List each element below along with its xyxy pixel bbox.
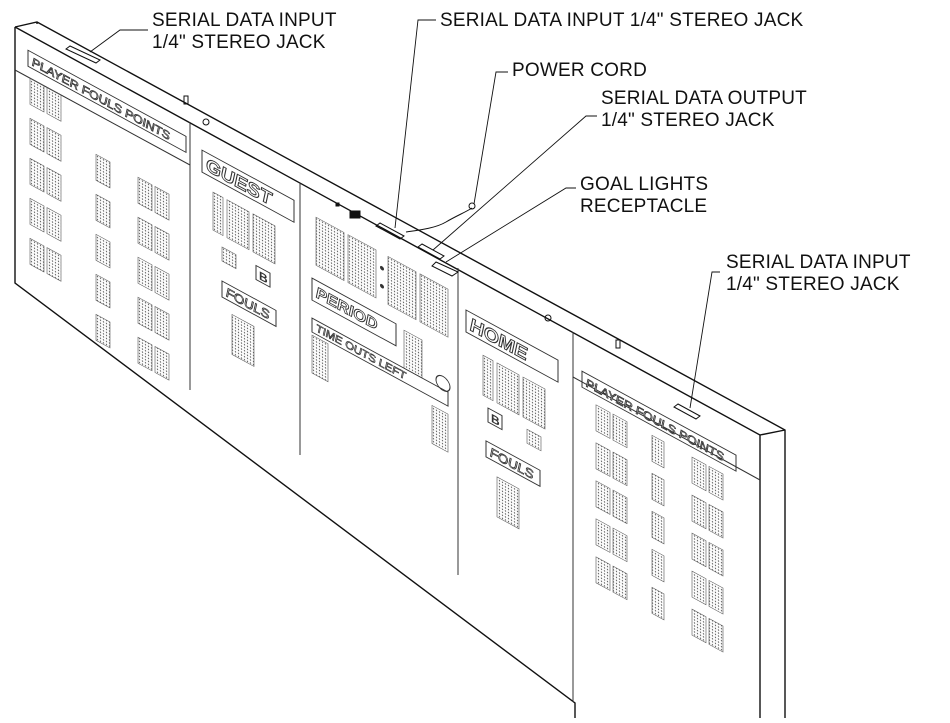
home-fouls-label: FOULS — [490, 444, 534, 483]
goal-lights-receptacle — [431, 261, 460, 277]
guest-bonus-indicator: B — [259, 268, 268, 287]
center-panel: PERIOD TIME OUTS LEFT — [311, 216, 451, 453]
callout-center-input-line1: SERIAL DATA INPUT 1/4" STEREO JACK — [440, 10, 804, 31]
output-jack — [417, 243, 445, 260]
right-player-panel: PLAYER FOULS POINTS — [581, 370, 737, 653]
callout-left-input-line2: 1/4" STEREO JACK — [152, 32, 326, 53]
scoreboard-cabinet — [14, 21, 786, 718]
home-panel: HOME B FOULS — [465, 309, 559, 530]
top-hardware — [65, 45, 701, 420]
callout-output: SERIAL DATA OUTPUT 1/4" STEREO JACK — [601, 88, 807, 132]
guest-panel: GUEST B FOULS — [201, 149, 295, 367]
callout-power-cord-line1: POWER CORD — [512, 60, 647, 81]
callout-output-line2: 1/4" STEREO JACK — [601, 110, 775, 131]
right-input-jack — [673, 403, 701, 420]
callout-goal-lights: GOAL LIGHTS RECEPTACLE — [580, 174, 708, 218]
center-connector — [349, 210, 361, 219]
callout-right-input: SERIAL DATA INPUT 1/4" STEREO JACK — [726, 252, 911, 296]
leader-lines — [89, 19, 720, 409]
time-outs-left-label: TIME OUTS LEFT — [316, 322, 406, 383]
panel-dividers — [14, 69, 761, 702]
center-input-jack — [375, 222, 405, 240]
callout-right-input-line1: SERIAL DATA INPUT — [726, 252, 911, 273]
callout-goal-lights-line1: GOAL LIGHTS — [580, 174, 709, 195]
left-player-panel: PLAYER FOULS POINTS — [27, 49, 187, 381]
callout-left-input-line1: SERIAL DATA INPUT — [152, 10, 337, 31]
home-bonus-indicator: B — [491, 410, 500, 429]
power-cord — [405, 207, 473, 233]
callout-goal-lights-line2: RECEPTACLE — [580, 196, 708, 217]
left-input-jack — [65, 45, 101, 64]
callout-left-input: SERIAL DATA INPUT 1/4" STEREO JACK — [152, 10, 337, 54]
callout-right-input-line2: 1/4" STEREO JACK — [726, 274, 900, 295]
callout-output-line1: SERIAL DATA OUTPUT — [601, 88, 807, 109]
callout-center-input: SERIAL DATA INPUT 1/4" STEREO JACK — [440, 10, 803, 32]
possession-indicator — [435, 374, 451, 392]
callout-power-cord: POWER CORD — [512, 60, 647, 82]
home-label: HOME — [470, 314, 528, 366]
